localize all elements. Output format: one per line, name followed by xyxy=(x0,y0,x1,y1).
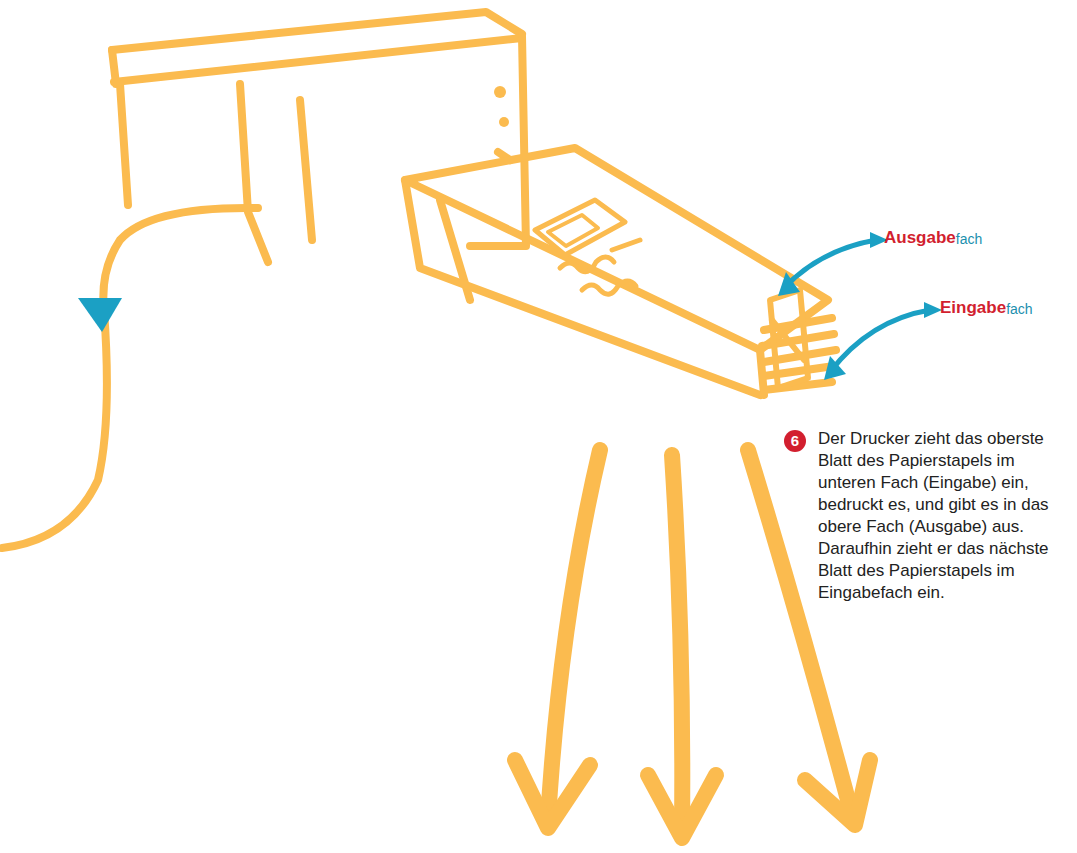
callout-number: 6 xyxy=(784,430,806,452)
part-name-suffix: fach xyxy=(956,231,982,248)
part-name: Eingabe xyxy=(940,298,1006,318)
step-note: Der Drucker zieht das oberste Blatt des … xyxy=(818,428,1053,604)
part-name: Ausgabe xyxy=(884,228,956,248)
part-name-suffix: fach xyxy=(1006,301,1032,318)
